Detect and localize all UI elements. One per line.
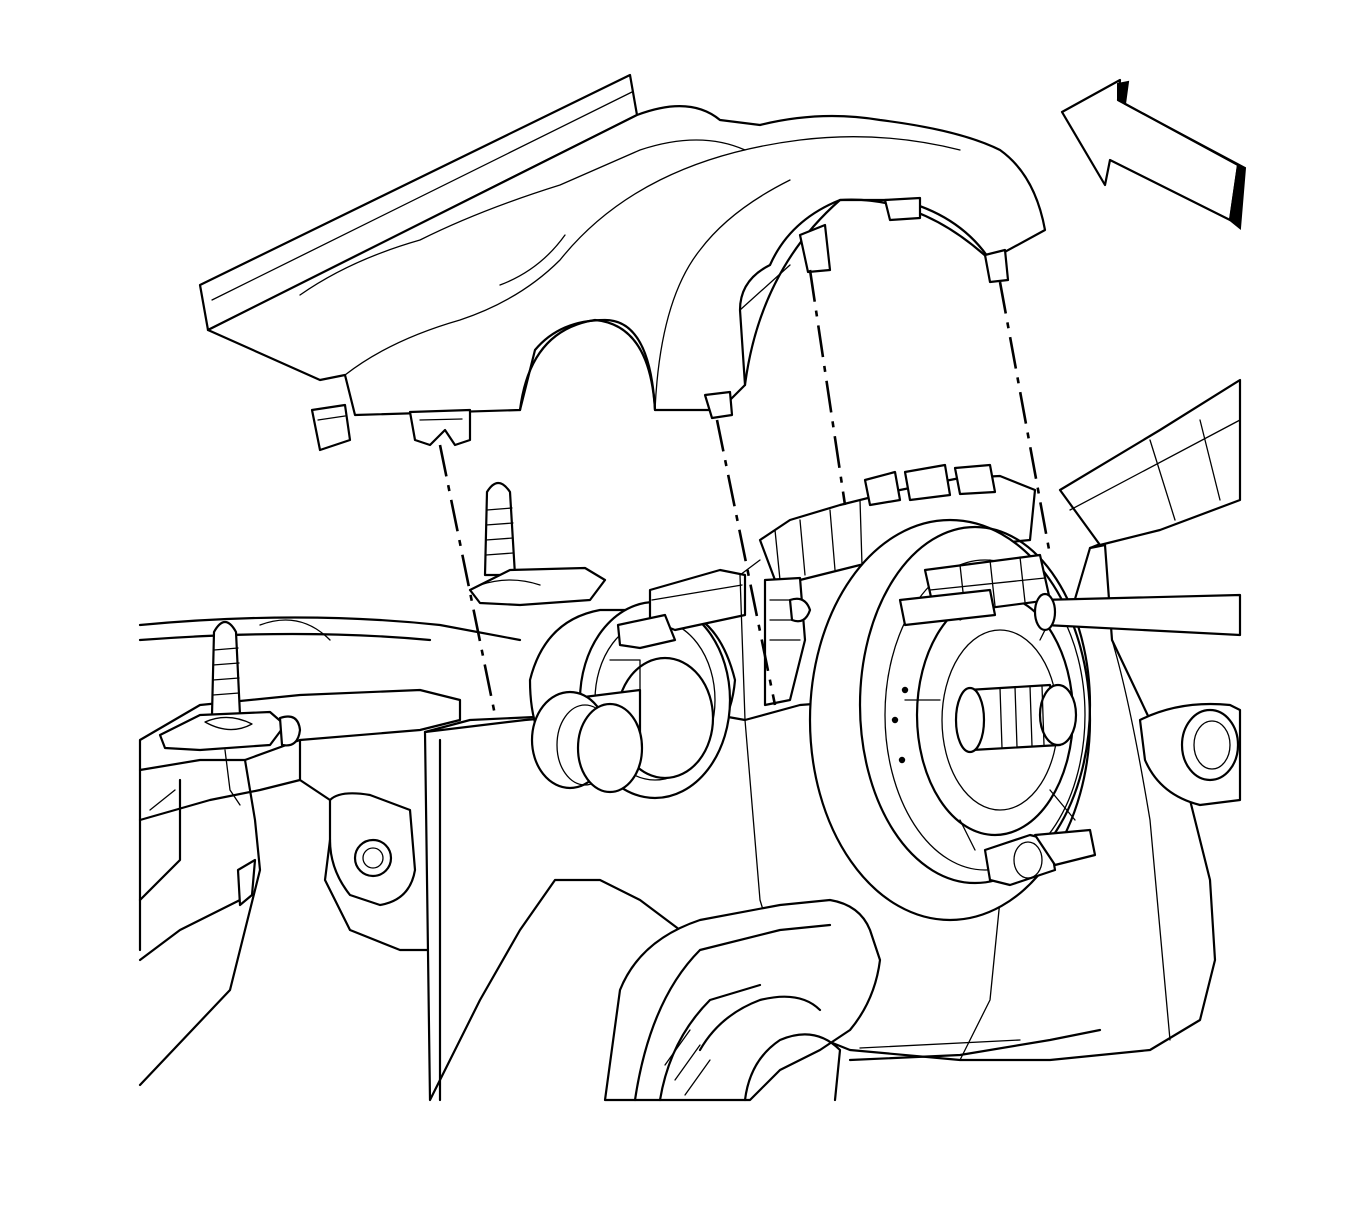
clockspring-assembly	[808, 518, 1097, 922]
left-mounting-stud	[158, 620, 302, 752]
center-mounting-stud	[468, 481, 607, 607]
alignment-lines	[438, 269, 1052, 716]
upper-column-shroud	[198, 73, 1047, 452]
turn-signal-lever	[1033, 592, 1242, 637]
tilt-lever-assembly	[603, 898, 1102, 1102]
wiper-lever	[1058, 378, 1242, 547]
ignition-lock-cylinder	[528, 568, 747, 800]
direction-arrow-icon	[1060, 78, 1247, 230]
switch-connector-housing	[739, 463, 1037, 721]
right-support-bolt	[1138, 702, 1242, 807]
